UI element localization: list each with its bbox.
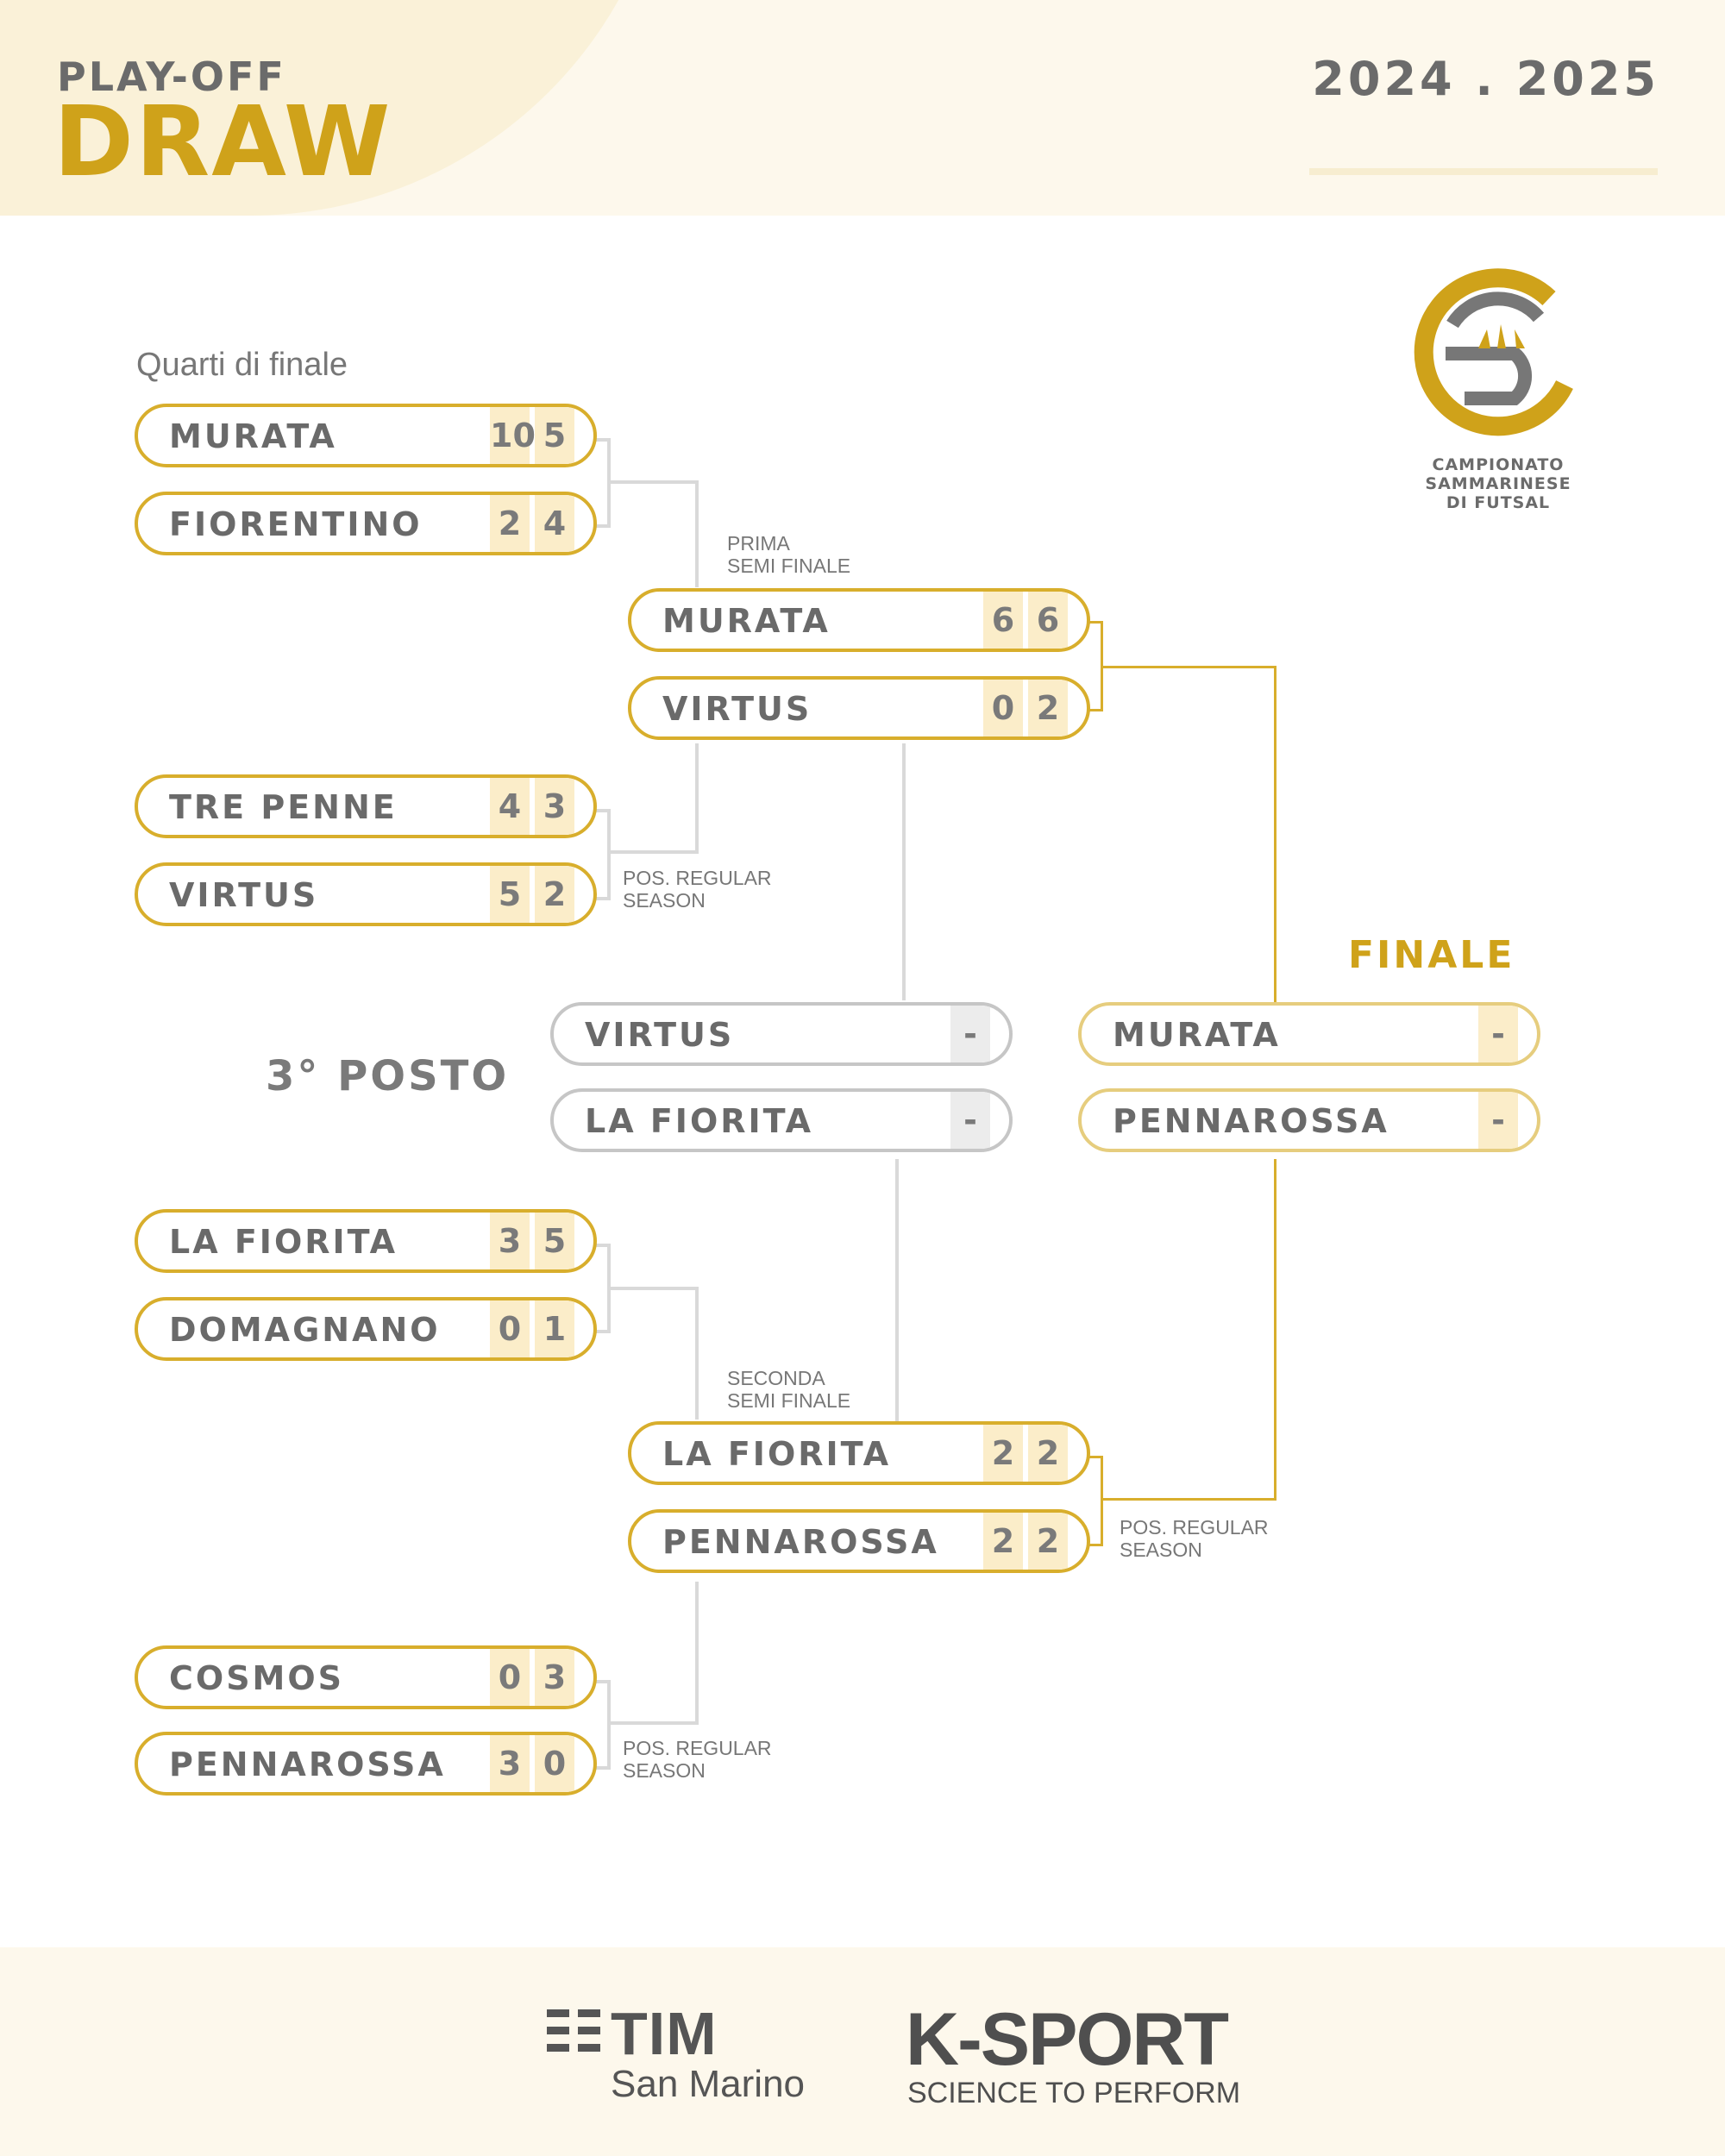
sf-team-pennarossa: PENNAROSSA 2 2 <box>628 1509 1090 1573</box>
futsal-league-logo-icon <box>1411 264 1587 440</box>
third-place-label: 3° POSTO <box>266 1052 510 1100</box>
bracket-line <box>595 1330 609 1333</box>
organizer-line-1: CAMPIONATO <box>1432 455 1565 474</box>
score-leg-1: 2 <box>983 1425 1023 1482</box>
sf-team-la-fiorita: LA FIORITA 2 2 <box>628 1421 1090 1485</box>
final-bracket-line <box>1102 1498 1276 1501</box>
bracket-line <box>902 743 906 1000</box>
bracket-line <box>595 1244 609 1247</box>
third-place-team-virtus: VIRTUS - <box>550 1002 1013 1066</box>
sponsor-footer <box>0 1947 1725 2156</box>
third-place-team-la-fiorita: LA FIORITA - <box>550 1088 1013 1152</box>
score-leg-1: 10 <box>490 407 536 464</box>
organizer-line-2: SAMMARINESE <box>1425 474 1571 493</box>
final-bracket-line <box>1088 1544 1102 1546</box>
qf-team-pennarossa: PENNAROSSA 3 0 <box>135 1732 597 1796</box>
sf-team-virtus: VIRTUS 0 2 <box>628 676 1090 740</box>
qf-team-tre-penne: TRE PENNE 4 3 <box>135 774 597 838</box>
title-playoff: PLAY-OFF <box>57 53 286 100</box>
score-leg-2: 1 <box>535 1300 574 1357</box>
score-leg-2: 0 <box>535 1735 574 1792</box>
score-leg-2: 5 <box>535 407 574 464</box>
bracket-line <box>607 809 611 900</box>
quarterfinals-label: Quarti di finale <box>136 347 348 383</box>
score-leg-1: 3 <box>490 1213 530 1269</box>
qf-team-fiorentino: FIORENTINO 2 4 <box>135 492 597 555</box>
bracket-line <box>895 1159 899 1421</box>
bracket-line <box>595 897 609 900</box>
score-leg-1: 6 <box>983 592 1023 649</box>
score-leg-1: 0 <box>983 680 1023 736</box>
season-underline <box>1309 168 1658 175</box>
qf-team-domagnano: DOMAGNANO 0 1 <box>135 1297 597 1361</box>
ksport-tagline: SCIENCE TO PERFORM <box>907 2077 1241 2109</box>
final-bracket-line <box>1088 621 1102 624</box>
score-leg-1: 5 <box>490 866 530 923</box>
score-leg-2: 2 <box>1028 1513 1068 1570</box>
bracket-line <box>609 480 699 484</box>
header-band: PLAY-OFF DRAW 2024 . 2025 <box>0 0 1725 216</box>
bracket-line <box>595 1680 609 1683</box>
final-bracket-line <box>1088 709 1102 711</box>
bracket-line <box>595 524 609 528</box>
bracket-line <box>695 1582 699 1725</box>
qf-team-murata: MURATA 10 5 <box>135 404 597 467</box>
bracket-line <box>607 1680 611 1770</box>
tim-logo-icon <box>547 2008 602 2054</box>
bracket-line <box>695 743 699 854</box>
score-leg-2: 3 <box>535 778 574 835</box>
organizer-line-3: DI FUTSAL <box>1446 493 1551 512</box>
score: - <box>1478 1006 1518 1062</box>
score: - <box>950 1006 990 1062</box>
final-team-pennarossa: PENNAROSSA - <box>1078 1088 1540 1152</box>
bracket-line <box>609 1721 699 1725</box>
qf-team-cosmos: COSMOS 0 3 <box>135 1645 597 1709</box>
score-leg-1: 0 <box>490 1649 530 1706</box>
bracket-line <box>695 480 699 587</box>
bracket-line <box>595 1766 609 1770</box>
final-bracket-line <box>1088 1456 1102 1458</box>
score-leg-2: 6 <box>1028 592 1068 649</box>
score-leg-1: 2 <box>983 1513 1023 1570</box>
season-label: 2024 . 2025 <box>1312 52 1659 106</box>
bracket-line <box>695 1287 699 1420</box>
ksport-wordmark: K-SPORT <box>906 1998 1229 2081</box>
final-bracket-line <box>1101 621 1103 711</box>
final-bracket-line <box>1274 1159 1276 1501</box>
final-team-murata: MURATA - <box>1078 1002 1540 1066</box>
final-bracket-line <box>1274 666 1276 1002</box>
score-leg-2: 3 <box>535 1649 574 1706</box>
sf-team-murata: MURATA 6 6 <box>628 588 1090 652</box>
score-leg-1: 2 <box>490 495 530 552</box>
bracket-line <box>595 809 609 812</box>
qf-team-virtus: VIRTUS 5 2 <box>135 862 597 926</box>
score-leg-1: 3 <box>490 1735 530 1792</box>
score: - <box>1478 1092 1518 1149</box>
score-leg-2: 2 <box>535 866 574 923</box>
tim-wordmark: TIM <box>611 2000 718 2067</box>
final-label: FINALE <box>1348 933 1515 977</box>
final-bracket-line <box>1101 1456 1103 1546</box>
score-leg-1: 0 <box>490 1300 530 1357</box>
tim-subtitle: San Marino <box>611 2063 806 2105</box>
bracket-line <box>609 1287 699 1290</box>
final-bracket-line <box>1102 666 1276 668</box>
title-draw: DRAW <box>53 86 392 198</box>
qf-team-la-fiorita: LA FIORITA 3 5 <box>135 1209 597 1273</box>
score-leg-2: 2 <box>1028 680 1068 736</box>
score-leg-2: 4 <box>535 495 574 552</box>
score: - <box>950 1092 990 1149</box>
organizer-name: CAMPIONATO SAMMARINESE DI FUTSAL <box>1397 455 1599 512</box>
score-leg-1: 4 <box>490 778 530 835</box>
score-leg-2: 5 <box>535 1213 574 1269</box>
bracket-line <box>609 850 699 854</box>
bracket-line <box>595 438 609 442</box>
score-leg-2: 2 <box>1028 1425 1068 1482</box>
